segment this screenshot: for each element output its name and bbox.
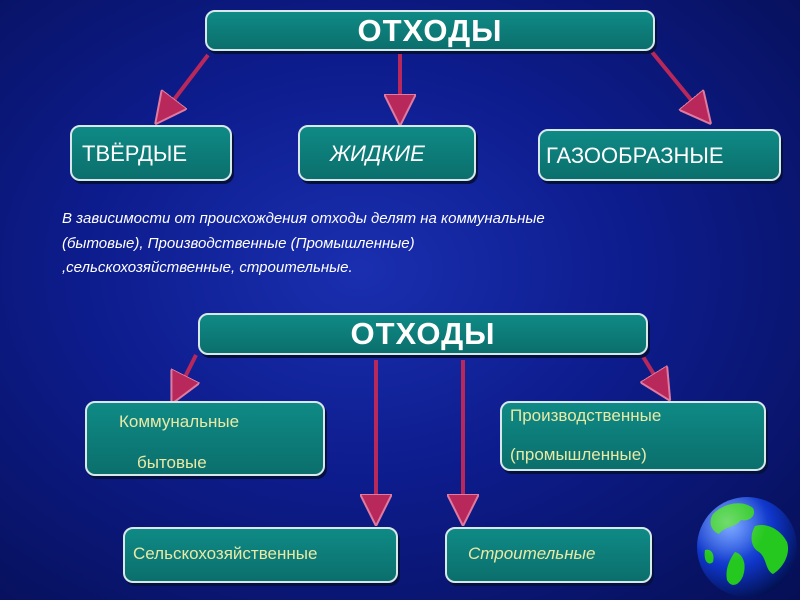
globe-icon bbox=[697, 497, 797, 597]
gaseous-waste-box: ГАЗООБРАЗНЫЕ bbox=[538, 129, 781, 181]
communal-label-line-2: бытовые bbox=[137, 453, 207, 472]
top-title: ОТХОДЫ bbox=[357, 12, 503, 48]
arrow-to-solid bbox=[160, 53, 210, 118]
top-title-box: ОТХОДЫ bbox=[205, 10, 655, 51]
bottom-title-box: ОТХОДЫ bbox=[198, 313, 648, 355]
arrow-to-gaseous bbox=[650, 50, 706, 118]
arrow-to-industrial bbox=[642, 353, 666, 394]
solid-waste-box: ТВЁРДЫЕ bbox=[70, 125, 232, 181]
industrial-waste-box: Производственные (промышленные) bbox=[500, 401, 766, 471]
bottom-title: ОТХОДЫ bbox=[350, 316, 496, 351]
description-line-2: (бытовые), Производственные (Промышленны… bbox=[62, 234, 415, 252]
agricultural-label: Сельскохозяйственные bbox=[133, 544, 318, 563]
liquid-waste-label: ЖИДКИЕ bbox=[330, 141, 425, 166]
construction-waste-box: Строительные bbox=[445, 527, 652, 583]
description-line-3: ,сельскохозяйственные, строительные. bbox=[62, 259, 353, 276]
communal-waste-box: Коммунальные бытовые bbox=[85, 401, 325, 476]
description-text: В зависимости от происхождения отходы де… bbox=[62, 207, 722, 281]
construction-label: Строительные bbox=[468, 544, 596, 563]
agricultural-waste-box: Сельскохозяйственные bbox=[123, 527, 398, 583]
industrial-label-line-1: Производственные bbox=[510, 406, 662, 425]
gaseous-waste-label: ГАЗООБРАЗНЫЕ bbox=[546, 143, 724, 168]
arrow-to-communal bbox=[175, 354, 196, 397]
description-line-1: В зависимости от происхождения отходы де… bbox=[62, 210, 545, 227]
communal-label-line-1: Коммунальные bbox=[119, 412, 240, 431]
industrial-label-line-2: (промышленные) bbox=[510, 445, 647, 464]
liquid-waste-box: ЖИДКИЕ bbox=[298, 125, 476, 181]
solid-waste-label: ТВЁРДЫЕ bbox=[82, 141, 188, 166]
